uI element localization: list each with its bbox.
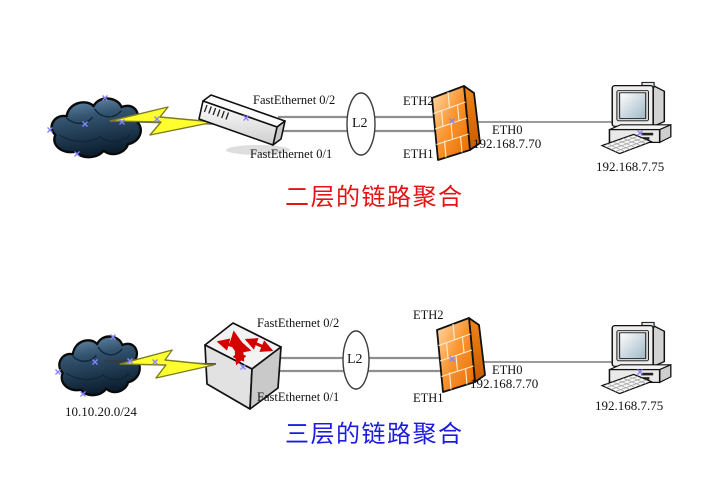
internet-cloud-icon (58, 335, 142, 397)
aggregation-group-label: L2 (347, 352, 363, 367)
layer2-title: 二层的链路聚合 (285, 185, 464, 211)
firewall-ip-label: 192.168.7.70 (473, 136, 542, 151)
internet-cloud-icon (50, 97, 143, 159)
desktop-pc-icon (601, 81, 672, 155)
firewall-port-top-label: ETH2 (403, 94, 434, 108)
firewall-port-wan-label: ETH0 (492, 123, 523, 137)
firewall-port-top-label: ETH2 (413, 308, 444, 322)
pc-ip-label: 192.168.7.75 (595, 398, 664, 413)
switch-port-top-label: FastEthernet 0/2 (257, 316, 340, 330)
firewall-port-wan-label: ETH0 (492, 363, 523, 377)
layer3-title: 三层的链路聚合 (285, 422, 464, 448)
layer3-diagram (54, 317, 672, 410)
aggregation-ellipse (346, 92, 376, 156)
aggregation-ellipse (342, 330, 370, 390)
l3-switch-icon (204, 322, 282, 410)
aggregation-group-label: L2 (352, 116, 368, 131)
switch-port-top-label: FastEthernet 0/2 (253, 93, 336, 107)
switch-port-bottom-label: FastEthernet 0/1 (250, 147, 333, 161)
pc-ip-label: 192.168.7.75 (596, 159, 665, 174)
firewall-port-bottom-label: ETH1 (413, 391, 444, 405)
firewall-ip-label: 192.168.7.70 (470, 376, 539, 391)
ethernet-switch-icon (198, 94, 290, 155)
layer2-diagram (46, 81, 672, 161)
cloud-subnet-label: 10.10.20.0/24 (65, 404, 137, 419)
switch-port-bottom-label: FastEthernet 0/1 (257, 390, 340, 404)
firewall-port-bottom-label: ETH1 (403, 147, 434, 161)
desktop-pc-icon (601, 321, 672, 395)
